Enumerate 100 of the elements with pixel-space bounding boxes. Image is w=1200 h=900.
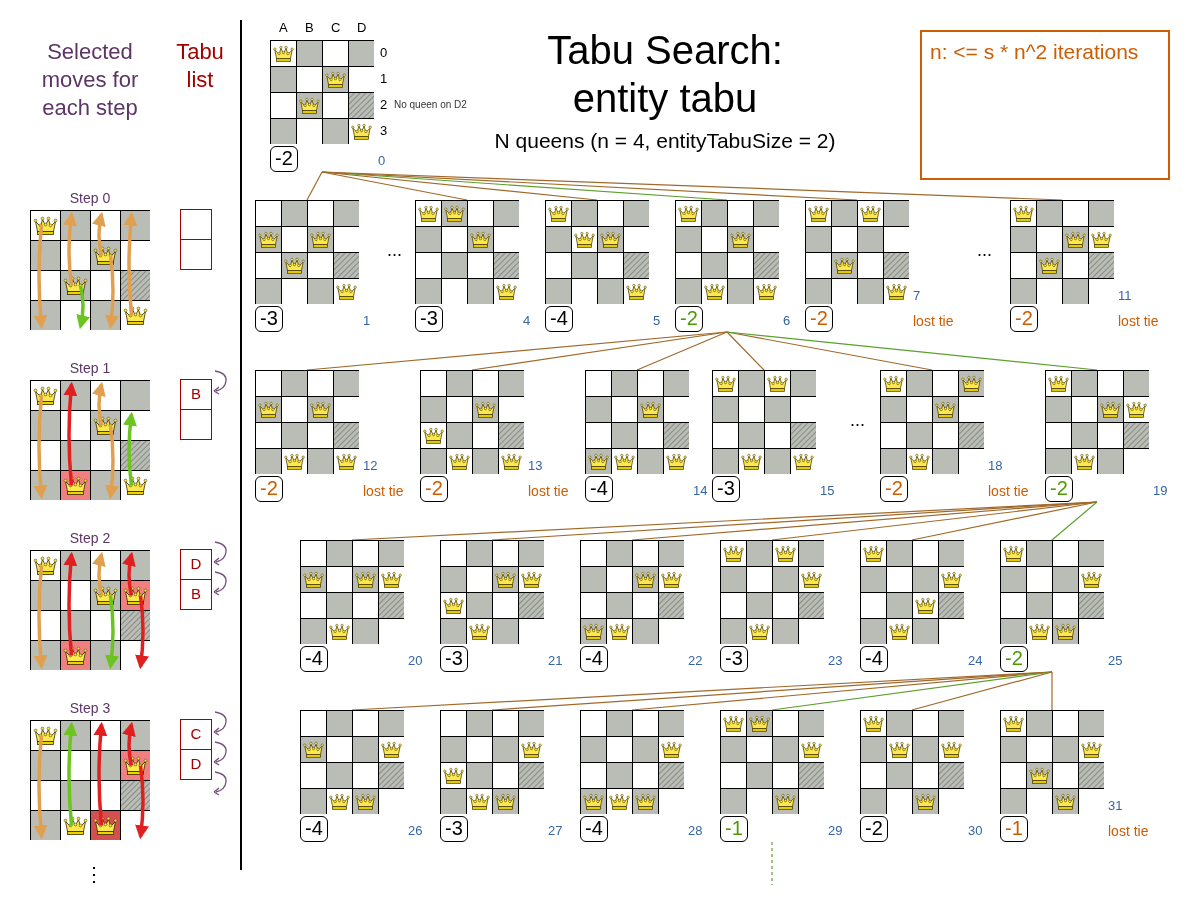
state-number: 6 bbox=[783, 313, 791, 328]
score-label: -2 bbox=[1000, 646, 1028, 672]
state-number: 14 bbox=[693, 483, 708, 498]
connector-line bbox=[911, 671, 1053, 711]
column-heading: Selected moves for each step bbox=[40, 38, 140, 122]
title: Tabu Search: entity tabu bbox=[546, 27, 784, 122]
ellipsis: ... bbox=[977, 240, 992, 261]
tie-note: lost tie bbox=[1108, 823, 1149, 839]
score-label: -4 bbox=[545, 306, 573, 332]
step-heading: Step 1 bbox=[68, 360, 112, 376]
connector-line bbox=[351, 671, 1053, 711]
connector-line bbox=[726, 331, 765, 371]
step-heading: Step 2 bbox=[68, 530, 112, 546]
state-number: 24 bbox=[968, 653, 983, 668]
state-number: 0 bbox=[378, 153, 386, 168]
score-label: -2 bbox=[880, 476, 908, 502]
tie-note: lost tie bbox=[988, 483, 1029, 499]
state-number: 5 bbox=[653, 313, 661, 328]
connector-line bbox=[631, 501, 1098, 541]
score-label: -2 bbox=[1010, 306, 1038, 332]
connector-line bbox=[491, 501, 1098, 541]
tabu-list-slot: B bbox=[180, 579, 212, 610]
state-number: 11 bbox=[1118, 288, 1132, 303]
axis-label: 1 bbox=[380, 71, 388, 86]
state-number: 4 bbox=[523, 313, 531, 328]
score-label: -4 bbox=[580, 646, 608, 672]
score-label: -4 bbox=[300, 816, 328, 842]
tabu-list-slot: B bbox=[180, 379, 212, 410]
state-number: 22 bbox=[688, 653, 703, 668]
tabu-list-slot: C bbox=[180, 719, 212, 750]
state-number: 27 bbox=[548, 823, 563, 838]
tabu-list-slot: D bbox=[180, 549, 212, 580]
annotation: No queen on D2 bbox=[394, 99, 467, 110]
axis-label: 2 bbox=[380, 97, 388, 112]
state-number: 7 bbox=[913, 288, 921, 303]
state-number: 29 bbox=[828, 823, 843, 838]
tie-note: lost tie bbox=[363, 483, 404, 499]
subtitle: N queens (n = 4, entityTabuSize = 2) bbox=[493, 129, 837, 153]
axis-label: A bbox=[279, 20, 288, 35]
score-label: -1 bbox=[1000, 816, 1028, 842]
score-label: -1 bbox=[720, 816, 748, 842]
ellipsis: ... bbox=[850, 410, 865, 431]
score-label: -2 bbox=[1045, 476, 1073, 502]
connector-line bbox=[306, 331, 728, 371]
state-number: 15 bbox=[820, 483, 835, 498]
connector-line bbox=[1051, 671, 1053, 711]
step-heading: Step 0 bbox=[68, 190, 112, 206]
axis-label: B bbox=[305, 20, 314, 35]
score-label: -2 bbox=[805, 306, 833, 332]
tie-note: lost tie bbox=[1118, 313, 1159, 329]
connector-line bbox=[636, 331, 728, 371]
tie-note: lost tie bbox=[528, 483, 569, 499]
connector-line bbox=[306, 171, 323, 201]
score-label: -4 bbox=[585, 476, 613, 502]
tie-note: lost tie bbox=[913, 313, 954, 329]
score-label: -3 bbox=[255, 306, 283, 332]
score-label: -2 bbox=[420, 476, 448, 502]
ellipsis: ... bbox=[387, 240, 402, 261]
axis-label: C bbox=[331, 20, 341, 35]
state-number: 19 bbox=[1153, 483, 1168, 498]
score-label: -4 bbox=[580, 816, 608, 842]
state-number: 30 bbox=[968, 823, 983, 838]
axis-label: D bbox=[357, 20, 367, 35]
axis-label: 3 bbox=[380, 123, 388, 138]
score-label: -4 bbox=[860, 646, 888, 672]
state-number: 12 bbox=[363, 458, 378, 473]
score-label: -2 bbox=[270, 146, 298, 172]
state-number: 13 bbox=[528, 458, 543, 473]
state-number: 26 bbox=[408, 823, 423, 838]
connector-line bbox=[771, 841, 773, 886]
step-heading: Step 3 bbox=[68, 700, 112, 716]
state-number: 25 bbox=[1108, 653, 1123, 668]
score-label: -4 bbox=[300, 646, 328, 672]
score-label: -2 bbox=[675, 306, 703, 332]
state-number: 23 bbox=[828, 653, 843, 668]
state-number: 21 bbox=[548, 653, 563, 668]
score-label: -3 bbox=[720, 646, 748, 672]
score-label: -3 bbox=[440, 816, 468, 842]
tabu-list-slot bbox=[180, 209, 212, 240]
axis-label: 0 bbox=[380, 45, 388, 60]
connector-line bbox=[726, 331, 1098, 371]
column-heading: Tabu list bbox=[175, 38, 225, 94]
state-number: 20 bbox=[408, 653, 423, 668]
connector-line bbox=[911, 501, 1098, 541]
score-label: -2 bbox=[255, 476, 283, 502]
state-number: 1 bbox=[363, 313, 371, 328]
tabu-list-slot: D bbox=[180, 749, 212, 780]
state-number: 31 bbox=[1108, 798, 1123, 813]
tabu-list-slot bbox=[180, 409, 212, 440]
connector-line bbox=[1051, 501, 1098, 541]
score-label: -3 bbox=[440, 646, 468, 672]
connector-line bbox=[321, 171, 1063, 201]
score-label: -2 bbox=[860, 816, 888, 842]
tabu-list-slot bbox=[180, 239, 212, 270]
note-panel: n: <= s * n^2 iterations bbox=[920, 30, 1170, 180]
state-number: 28 bbox=[688, 823, 703, 838]
state-number: 18 bbox=[988, 458, 1003, 473]
ellipsis: ⋮ bbox=[84, 862, 104, 886]
score-label: -3 bbox=[712, 476, 740, 502]
score-label: -3 bbox=[415, 306, 443, 332]
